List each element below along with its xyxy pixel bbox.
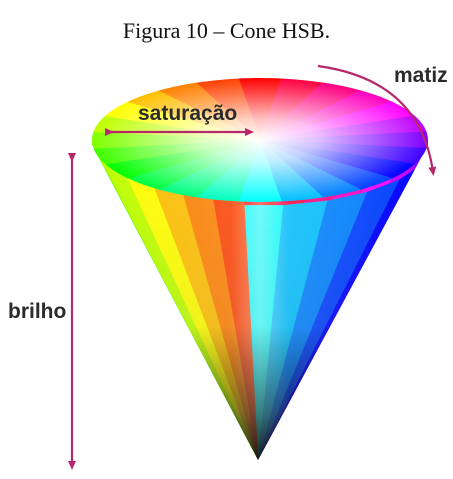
hue-arrow — [317, 64, 437, 176]
hue-label: matiz — [394, 64, 448, 87]
brightness-label: brilho — [8, 300, 66, 323]
saturation-label: saturação — [138, 102, 237, 125]
figure-caption: Figura 10 – Cone HSB. — [122, 18, 331, 43]
brightness-label-bg — [4, 296, 68, 324]
